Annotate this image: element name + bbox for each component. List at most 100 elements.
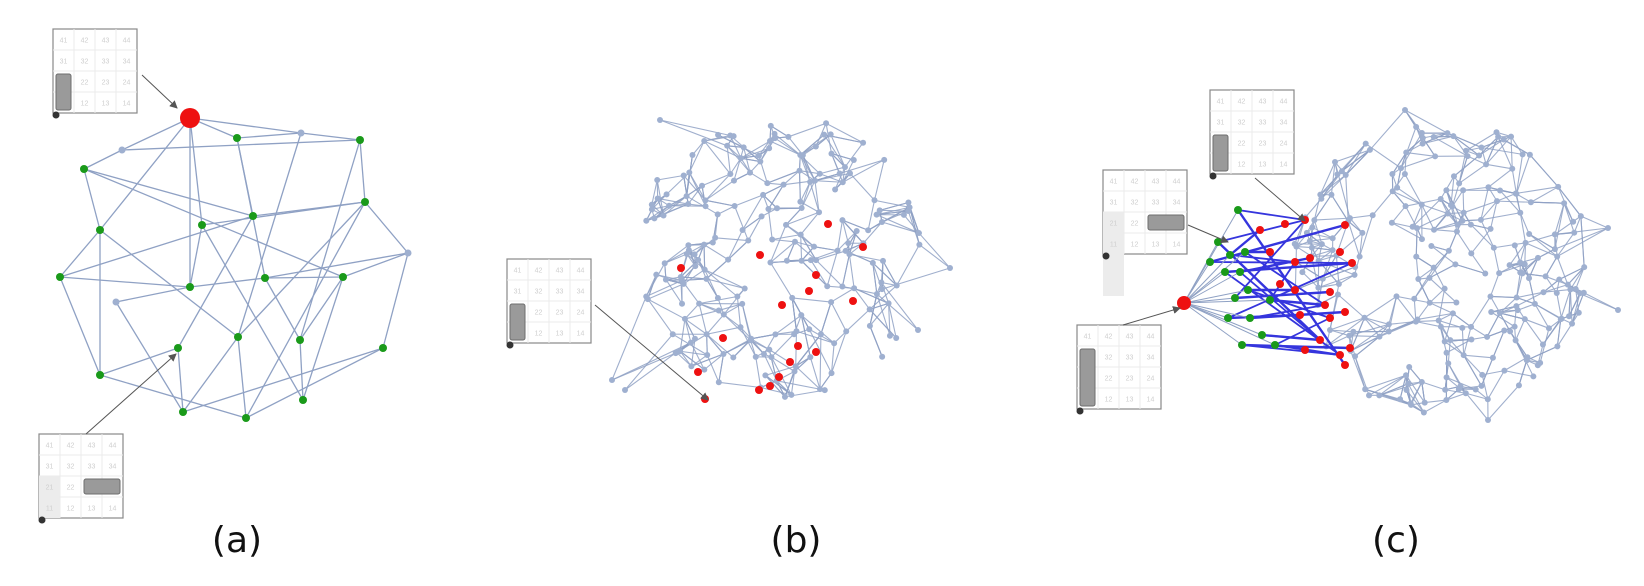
graph-node [758, 213, 765, 220]
graph-edge [1571, 292, 1585, 324]
graph-node [730, 133, 737, 140]
graph-edge [825, 122, 864, 144]
graph-edge [742, 194, 764, 231]
graph-edge [1556, 256, 1569, 285]
graph-edge [1556, 319, 1562, 347]
graph-node [1554, 343, 1561, 350]
inset-cell-label: 41 [1217, 99, 1225, 106]
graph-edge [1554, 227, 1609, 235]
graph-edge [657, 198, 665, 216]
graph-edge [364, 201, 409, 254]
graph-node [1407, 400, 1414, 407]
graph-node [1362, 386, 1369, 393]
graph-node [1555, 183, 1562, 190]
red-node [719, 334, 727, 342]
graph-edge [1334, 149, 1371, 163]
graph-edge [1487, 384, 1520, 421]
inset-cell-label: 14 [1147, 397, 1155, 404]
graph-edge [1470, 326, 1488, 338]
red-node [756, 251, 764, 259]
graph-node [1397, 396, 1404, 403]
graph-edge [1408, 366, 1423, 383]
graph-edge [342, 252, 409, 278]
graph-edge [763, 334, 776, 355]
graph-node [1346, 215, 1353, 222]
graph-node [767, 122, 774, 129]
graph-edge [264, 252, 409, 279]
graph-node [823, 120, 830, 127]
graph-edge [99, 229, 239, 338]
graph-edge [659, 119, 728, 147]
graph-edge [815, 250, 846, 261]
graph-node [1351, 271, 1358, 278]
graph-edge [741, 303, 752, 341]
green-node [1224, 314, 1232, 322]
graph-node [757, 158, 764, 165]
graph-node [1513, 303, 1520, 310]
inset-cell-label: 44 [577, 268, 585, 275]
inset-cell-label: 43 [1126, 334, 1134, 341]
green-node [379, 344, 387, 352]
graph-node [730, 177, 737, 184]
graph-edge [1372, 190, 1394, 216]
graph-edge [740, 140, 771, 159]
graph-node [1393, 293, 1400, 300]
red-node [1291, 286, 1299, 294]
graph-node [813, 257, 820, 264]
panel-b-graph [609, 117, 953, 403]
graph-edge [1470, 253, 1486, 274]
graph-edge [705, 180, 735, 201]
graph-edge [704, 269, 738, 297]
graph-edge [1516, 273, 1523, 298]
graph-edge [842, 219, 869, 231]
graph-edge [299, 339, 304, 401]
graph-node [1488, 308, 1495, 315]
graph-node [685, 242, 692, 249]
graph-edge [772, 238, 796, 243]
inset-cell-label: 21 [46, 485, 54, 492]
graph-edge [1388, 321, 1416, 325]
highlight-edge [1224, 261, 1353, 274]
graph-edge [1421, 204, 1435, 230]
graph-node [906, 204, 913, 211]
graph-node [1551, 246, 1558, 253]
graph-edge [1391, 205, 1406, 224]
graph-edge [1490, 201, 1498, 230]
inset-cell-label: 44 [1147, 334, 1155, 341]
graph-edge [1463, 354, 1483, 376]
graph-node [731, 202, 738, 209]
graph-edge [177, 215, 254, 349]
graph-node [666, 202, 673, 209]
graph-edge [814, 180, 820, 213]
graph-edge [1543, 284, 1568, 293]
graph-node [727, 170, 734, 177]
source-edge [1183, 251, 1246, 304]
inset-cell-label: 31 [1217, 120, 1225, 127]
graph-node [622, 387, 628, 393]
highlight-edge [1249, 304, 1326, 319]
inset-cell-label: 42 [1105, 334, 1113, 341]
graph-edge [245, 201, 366, 419]
graph-edge [1405, 205, 1418, 229]
graph-node [811, 177, 818, 184]
graph-edge [1313, 194, 1332, 221]
graph-edge [1509, 242, 1526, 266]
graph-node [843, 328, 850, 335]
graph-node [767, 259, 774, 266]
graph-node [1540, 289, 1547, 296]
graph-node [1308, 244, 1315, 251]
red-node [859, 243, 867, 251]
graph-node [1570, 218, 1577, 225]
graph-edge [1330, 194, 1349, 222]
graph-edge [1405, 143, 1423, 154]
graph-edge [1310, 256, 1319, 288]
graph-edge [799, 170, 816, 182]
graph-node [1468, 336, 1475, 343]
graph-edge [1545, 276, 1558, 294]
inset-cell-label: 22 [1131, 221, 1139, 228]
graph-edge [236, 137, 266, 279]
graph-node [1457, 383, 1464, 390]
graph-node [1515, 382, 1522, 389]
inset-cell-label: 14 [1173, 242, 1181, 249]
graph-node [791, 238, 798, 245]
